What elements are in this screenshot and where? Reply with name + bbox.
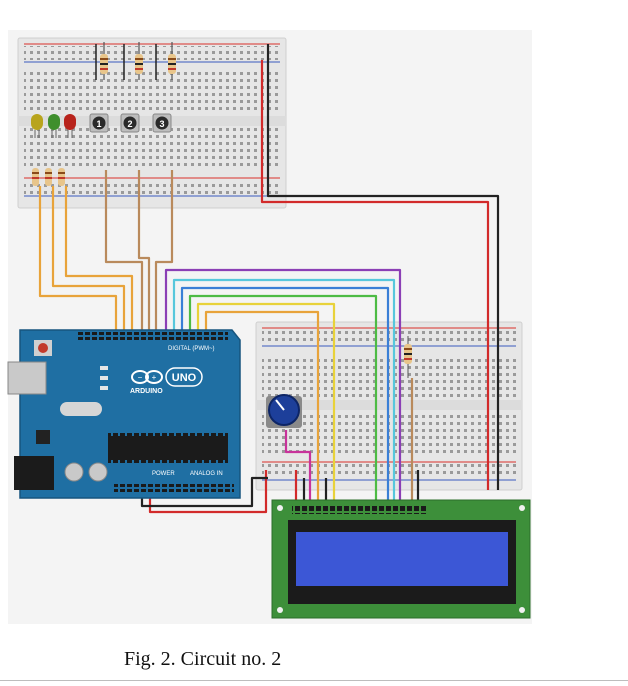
resistor xyxy=(168,42,176,80)
push-button-1-label: 1 xyxy=(96,119,101,129)
top-breadboard: 1 2 3 xyxy=(17,37,287,209)
crystal xyxy=(60,402,102,416)
digital-header xyxy=(76,332,228,340)
figure-caption: Fig. 2. Circuit no. 2 xyxy=(124,648,282,670)
push-button-2-label: 2 xyxy=(127,119,132,129)
usb-connector xyxy=(7,361,47,395)
wires xyxy=(38,44,500,514)
lcd-screen xyxy=(296,532,508,586)
svg-text:−: − xyxy=(138,373,143,382)
resistor xyxy=(100,42,108,80)
svg-text:+: + xyxy=(152,373,157,382)
circuit-diagram: 1 2 3 xyxy=(7,30,532,624)
arduino-logo: − + xyxy=(131,367,203,387)
power-label: POWER xyxy=(152,471,175,477)
push-button-3-label: 3 xyxy=(159,119,164,129)
resistor xyxy=(404,336,412,378)
resistor xyxy=(58,168,65,186)
push-button-2: 2 xyxy=(120,113,140,133)
resistor xyxy=(32,168,39,186)
power-analog-header xyxy=(114,484,234,492)
resistor xyxy=(135,42,143,80)
divider xyxy=(0,680,628,681)
lcd-pin-header xyxy=(292,506,428,514)
analog-label: ANALOG IN xyxy=(190,471,223,477)
push-button-1: 1 xyxy=(89,113,109,133)
resistor xyxy=(45,168,52,186)
led-yellow xyxy=(31,114,43,138)
led-red xyxy=(64,114,76,138)
arduino-brand-label: ARDUINO xyxy=(130,388,163,395)
potentiometer xyxy=(266,394,302,428)
lcd-16x2 xyxy=(271,499,531,619)
reset-button xyxy=(38,343,48,353)
push-button-3: 3 xyxy=(152,113,172,133)
microcontroller-chip xyxy=(108,436,228,460)
arduino-model-label: UNO xyxy=(172,372,197,384)
led-green xyxy=(48,114,60,138)
arduino-uno-board: − + UNO ARDUINO DIGITAL (PWM~) POWER ANA… xyxy=(7,329,241,499)
digital-label: DIGITAL (PWM~) xyxy=(168,346,215,352)
power-jack xyxy=(14,456,54,490)
